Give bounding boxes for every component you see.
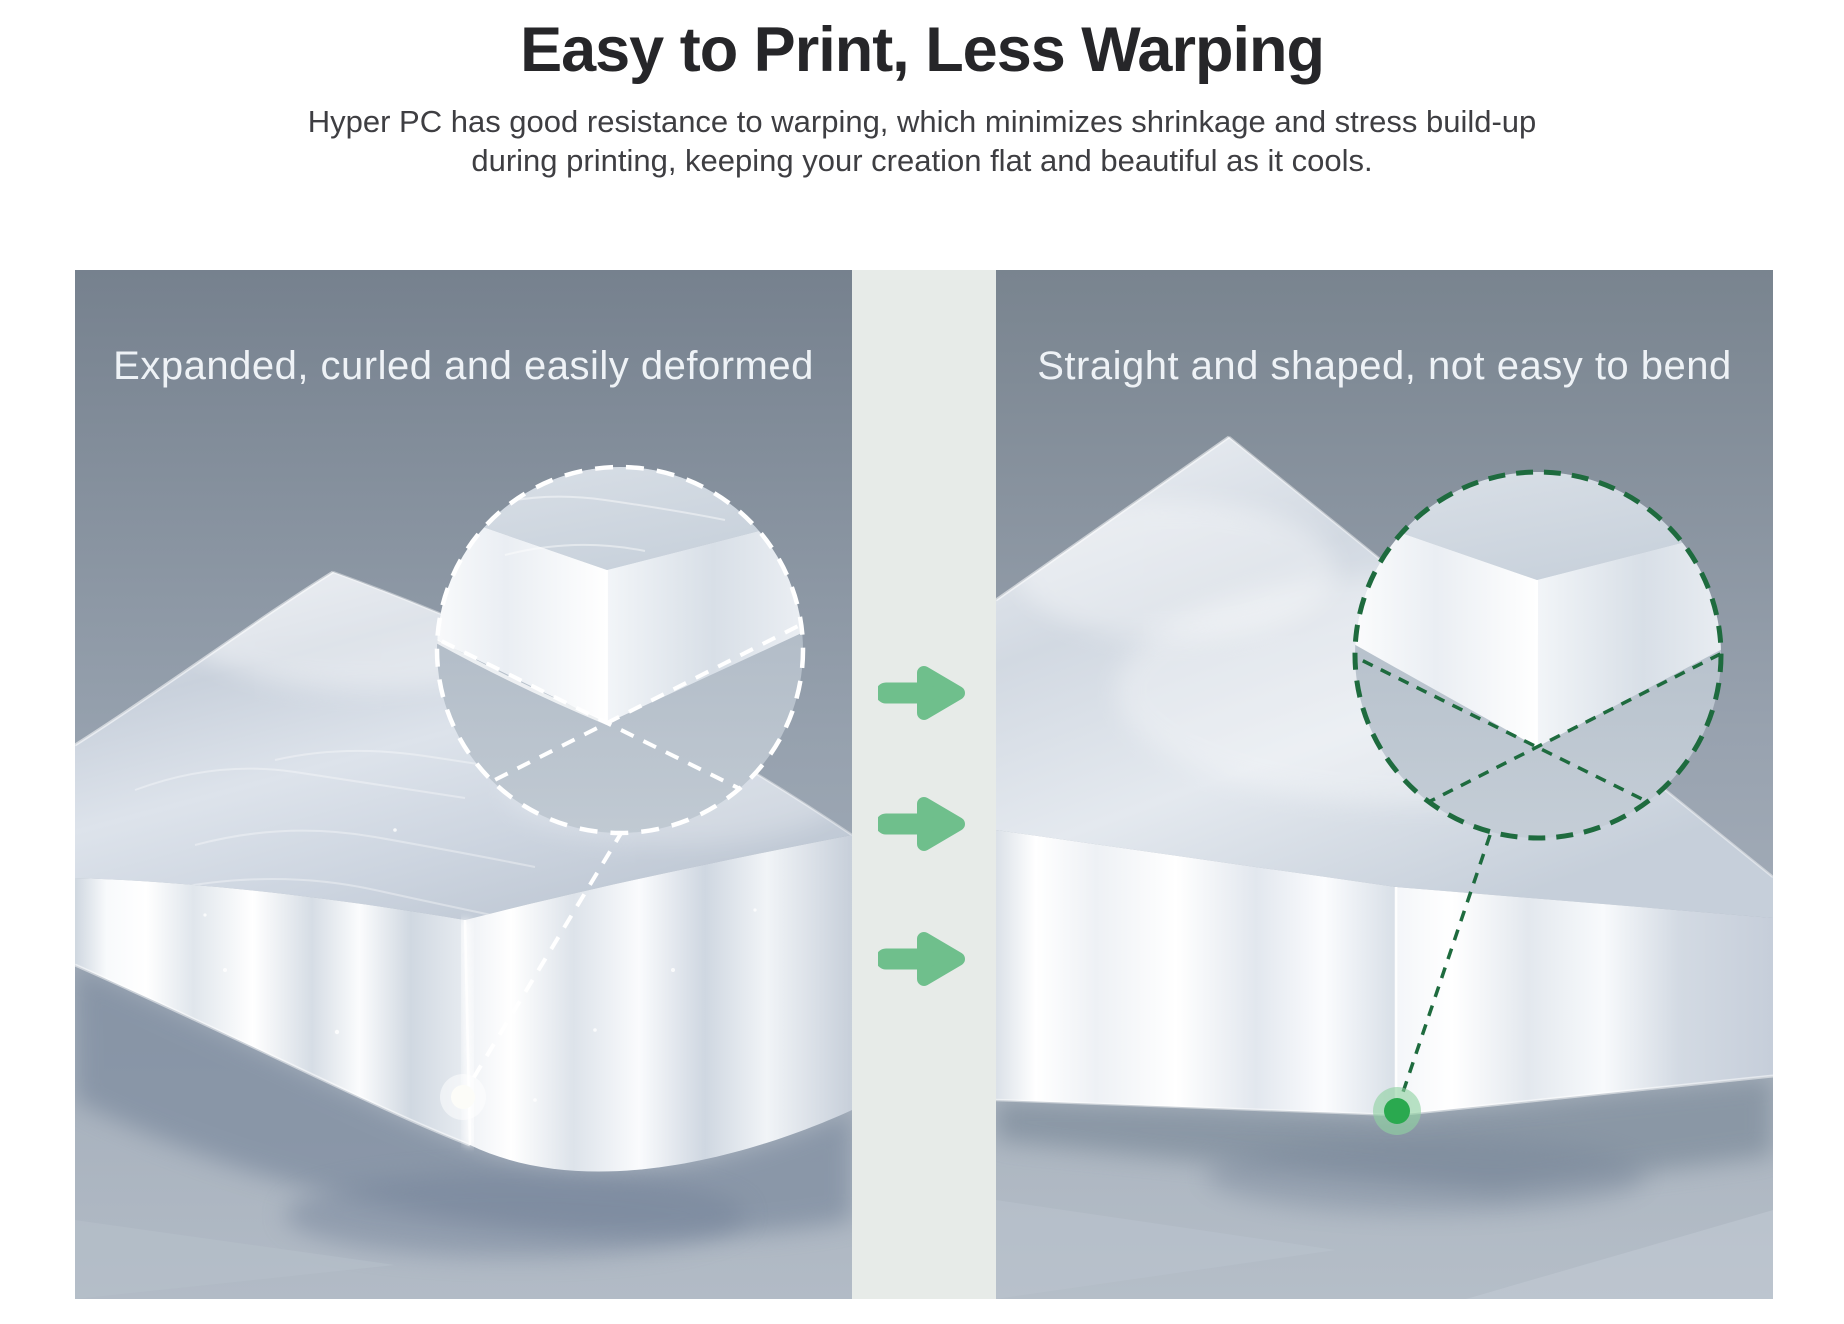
warped-block-photo (75, 270, 852, 1299)
arrow-right-icon (878, 797, 965, 851)
panel-before-warped: Expanded, curled and easily deformed (75, 270, 852, 1299)
crosshair-line (437, 617, 803, 829)
corner-marker-dot-white (440, 1074, 486, 1120)
ground-shadow (996, 1076, 1773, 1299)
sparkles (203, 828, 757, 1102)
header: Easy to Print, Less Warping Hyper PC has… (0, 14, 1844, 180)
magnifier-content (1355, 472, 1721, 838)
comparison-label-right: Straight and shaped, not easy to bend (1037, 344, 1732, 388)
page-title: Easy to Print, Less Warping (520, 15, 1325, 85)
comparison-figure: Expanded, curled and easily deformed (75, 270, 1773, 1299)
comparison-label-left: Expanded, curled and easily deformed (113, 344, 814, 388)
subtitle: Hyper PC has good resistance to warping,… (0, 102, 1844, 180)
panel-after-straight: Straight and shaped, not easy to bend (996, 270, 1773, 1299)
straight-block-photo (996, 270, 1773, 1299)
connector-line (1397, 834, 1492, 1105)
magnifier-content (437, 467, 803, 833)
ground-shadow (75, 965, 852, 1299)
connector-line (463, 828, 625, 1094)
crosshair-line (1355, 643, 1721, 838)
subtitle-line-1: Hyper PC has good resistance to warping,… (307, 104, 1537, 139)
subtitle-line-2: during printing, keeping your creation f… (471, 143, 1373, 178)
arrow-right-icon (878, 932, 965, 986)
arrow-right-icon (878, 666, 965, 720)
transition-strip (852, 270, 996, 1299)
magnifier-circle (1352, 469, 1724, 841)
corner-marker-dot-green (1373, 1087, 1421, 1135)
magnifier-circle (434, 464, 806, 836)
